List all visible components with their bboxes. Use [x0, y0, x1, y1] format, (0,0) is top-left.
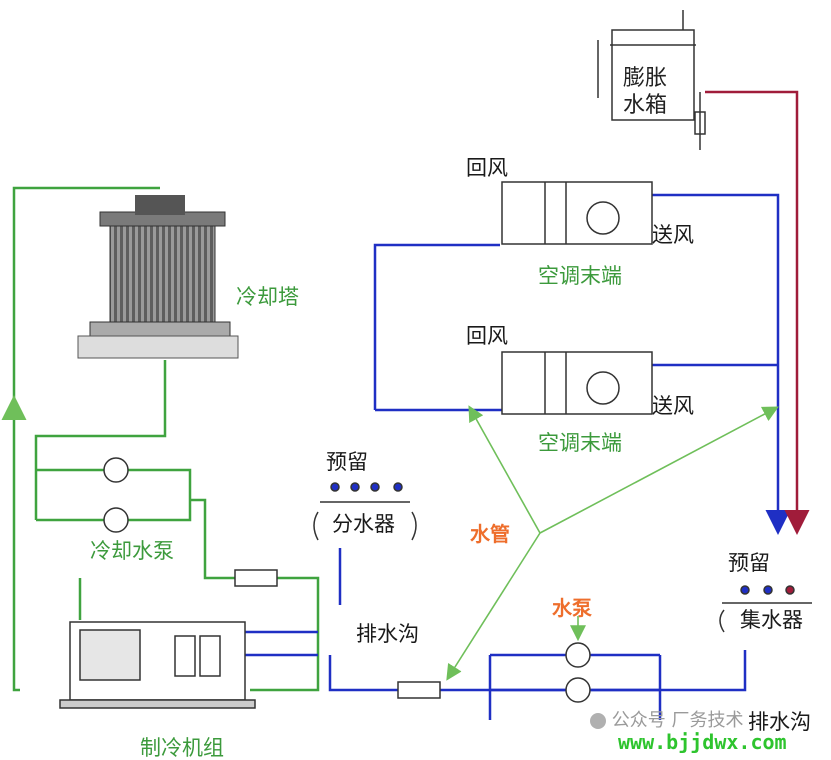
cooling-pump-label: 冷却水泵	[90, 539, 174, 563]
water-pump-label: 水泵	[552, 596, 592, 620]
return-air-label-upper: 回风	[466, 156, 508, 180]
cooling-tower-label: 冷却塔	[236, 285, 299, 309]
expansion-tank-label-line2: 水箱	[623, 93, 668, 118]
callout-lines	[446, 405, 779, 681]
cooling-tower-graphic	[77, 195, 239, 359]
ac-terminal-label-upper: 空调末端	[538, 264, 622, 288]
drain-label-left: 排水沟	[356, 622, 419, 646]
supply-air-label-upper: 送风	[652, 223, 694, 247]
watermark-site: www.bjjdwx.com	[618, 730, 787, 754]
watermark-name: 厂务技术	[671, 710, 744, 731]
chiller-unit-graphic	[59, 621, 256, 709]
ac-terminal-upper	[501, 181, 653, 245]
water-collector-graphic	[719, 585, 812, 633]
water-pump-graphics	[565, 642, 591, 703]
reserve-label-left: 预留	[326, 450, 368, 474]
expansion-line	[705, 90, 810, 535]
chiller-unit-label: 制冷机组	[140, 736, 224, 760]
ac-terminal-label-lower: 空调末端	[538, 431, 622, 455]
water-collector-label: 集水器	[740, 608, 803, 632]
reserve-label-right: 预留	[728, 551, 770, 575]
ac-terminal-lower	[501, 351, 653, 415]
drain-label-right: 排水沟	[748, 710, 811, 734]
wechat-icon	[590, 713, 606, 729]
pipe-filters	[234, 569, 441, 699]
water-divider-label: 分水器	[332, 512, 395, 536]
return-air-label-lower: 回风	[466, 324, 508, 348]
watermark-wechat: 公众号	[611, 710, 666, 731]
water-divider-graphic	[313, 482, 417, 541]
expansion-tank-label-line1: 膨胀	[623, 66, 668, 91]
supply-air-label-lower: 送风	[652, 394, 694, 418]
chilled-water-loop	[245, 193, 791, 720]
water-pipe-label: 水管	[470, 522, 510, 546]
cooling-pump-graphics	[103, 457, 129, 533]
expansion-tank	[597, 10, 706, 150]
